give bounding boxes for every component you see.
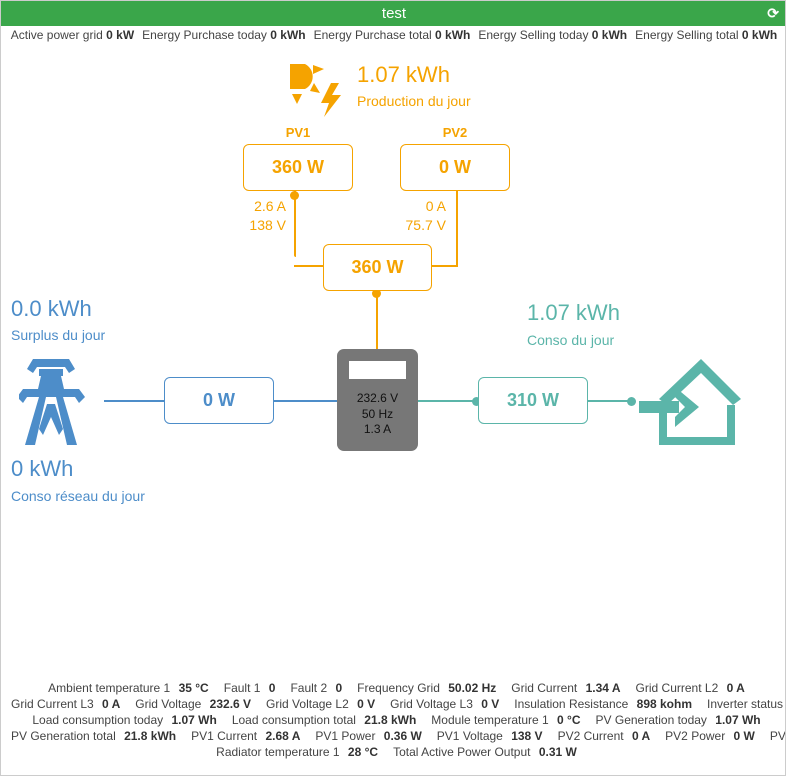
- pv1-connector-dot: [290, 191, 299, 200]
- home-conso-label: Conso du jour: [527, 332, 615, 348]
- sensor-item: Inverter status 0: [707, 697, 784, 711]
- sensor-item: PV Generation today 1.07 Wh: [595, 713, 761, 727]
- solar-icon: [290, 64, 341, 117]
- production-label: Production du jour: [357, 93, 471, 109]
- info-item: Energy Purchase today 0 kWh: [142, 28, 306, 42]
- meter-current: 1.3 A: [363, 422, 392, 436]
- sensor-item: PV1 Voltage 138 V: [436, 729, 543, 743]
- sensor-item: Frequency Grid 50.02 Hz: [357, 681, 497, 695]
- info-item: Energy Purchase total 0 kWh: [313, 28, 471, 42]
- info-item: Energy Selling total 0 kWh: [635, 28, 778, 42]
- sensor-item: Grid Current L3 0 A: [11, 697, 121, 711]
- sensor-list: Ambient temperature 1 35 °C Fault 1 0 Faul…: [1, 680, 786, 760]
- widget-title: test: [381, 5, 407, 22]
- pv1-power-box: 360 W: [243, 144, 353, 191]
- sensor-item: Load consumption today 1.07 Wh: [32, 713, 217, 727]
- sensor-item: Fault 2 0: [290, 681, 343, 695]
- sensor-item: PV1 Power 0.36 W: [315, 729, 422, 743]
- pv2-power-box: 0 W: [400, 144, 510, 191]
- home-end-dot: [627, 397, 636, 406]
- pv-total-power-box: 360 W: [323, 244, 432, 291]
- home-enter-icon: [639, 359, 741, 445]
- sensor-item: PV2 Current 0 A: [557, 729, 651, 743]
- energy-meter: 232.6 V 50 Hz 1.3 A: [337, 349, 418, 451]
- widget-header: test ⟳: [1, 1, 785, 26]
- sensor-item: PV2 Power 0 W: [665, 729, 755, 743]
- home-conso-value: 1.07 kWh: [527, 300, 620, 325]
- sensor-item: Module temperature 1 0 °C: [431, 713, 581, 727]
- pv2-voltage: 75.7 V: [405, 217, 446, 233]
- refresh-icon[interactable]: ⟳: [767, 5, 779, 21]
- sensor-row: Grid Current L3 0 A Grid Voltage 232.6 V G…: [1, 696, 785, 712]
- meter-voltage: 232.6 V: [356, 391, 399, 405]
- sensor-item: Grid Voltage 232.6 V: [135, 697, 252, 711]
- sensor-item: Grid Voltage L2 0 V: [266, 697, 376, 711]
- sensor-row: PV Generation total 21.8 kWh PV1 Current …: [1, 728, 786, 744]
- sensor-item: PV1 Current 2.68 A: [191, 729, 301, 743]
- grid-conso-value: 0 kWh: [11, 456, 74, 481]
- sensor-row: Radiator temperature 1 28 °C Total Active…: [1, 744, 785, 760]
- sensor-item: Ambient temperature 1 35 °C: [48, 681, 209, 695]
- grid-surplus-label: Surplus du jour: [11, 327, 106, 343]
- sensor-item: Insulation Resistance 898 kohm: [514, 697, 693, 711]
- pv2-label: PV2: [442, 125, 468, 140]
- info-item: Energy Selling today 0 kWh: [478, 28, 628, 42]
- sensor-item: Grid Voltage L3 0 V: [390, 697, 500, 711]
- power-pylon-icon: [19, 359, 85, 445]
- sensor-item: Total Active Power Output 0.31 W: [393, 745, 577, 759]
- pv1-current: 2.6 A: [254, 198, 286, 214]
- sensor-row: Load consumption today 1.07 Wh Load consu…: [1, 712, 785, 728]
- meter-display: [349, 361, 406, 379]
- home-power-box: 310 W: [478, 377, 588, 424]
- pv2-current: 0 A: [425, 198, 446, 214]
- sensor-item: Grid Current L2 0 A: [635, 681, 745, 695]
- grid-conso-label: Conso réseau du jour: [11, 488, 145, 504]
- meter-frequency: 50 Hz: [361, 406, 394, 421]
- grid-power-box: 0 W: [164, 377, 274, 424]
- sensor-row: Ambient temperature 1 35 °C Fault 1 0 Faul…: [1, 680, 785, 696]
- grid-surplus-value: 0.0 kWh: [11, 296, 92, 321]
- sensor-item: Grid Current 1.34 A: [511, 681, 621, 695]
- pv1-voltage: 138 V: [249, 217, 286, 233]
- pv1-label: PV1: [285, 125, 311, 140]
- sensor-item: PV2 Voltage 75.7 V: [769, 729, 786, 743]
- sensor-item: PV Generation total 21.8 kWh: [11, 729, 177, 743]
- pv-total-connector-dot: [372, 289, 381, 298]
- sensor-item: Fault 1 0: [223, 681, 276, 695]
- info-item: Active power grid 0 kW: [10, 28, 135, 42]
- sensor-item: Radiator temperature 1 28 °C: [216, 745, 379, 759]
- production-value: 1.07 kWh: [357, 62, 450, 87]
- sensor-item: Load consumption total 21.8 kWh: [231, 713, 417, 727]
- info-bar: Active power grid 0 kW Energy Purchase to…: [1, 28, 785, 42]
- home-connector-dot: [472, 397, 481, 406]
